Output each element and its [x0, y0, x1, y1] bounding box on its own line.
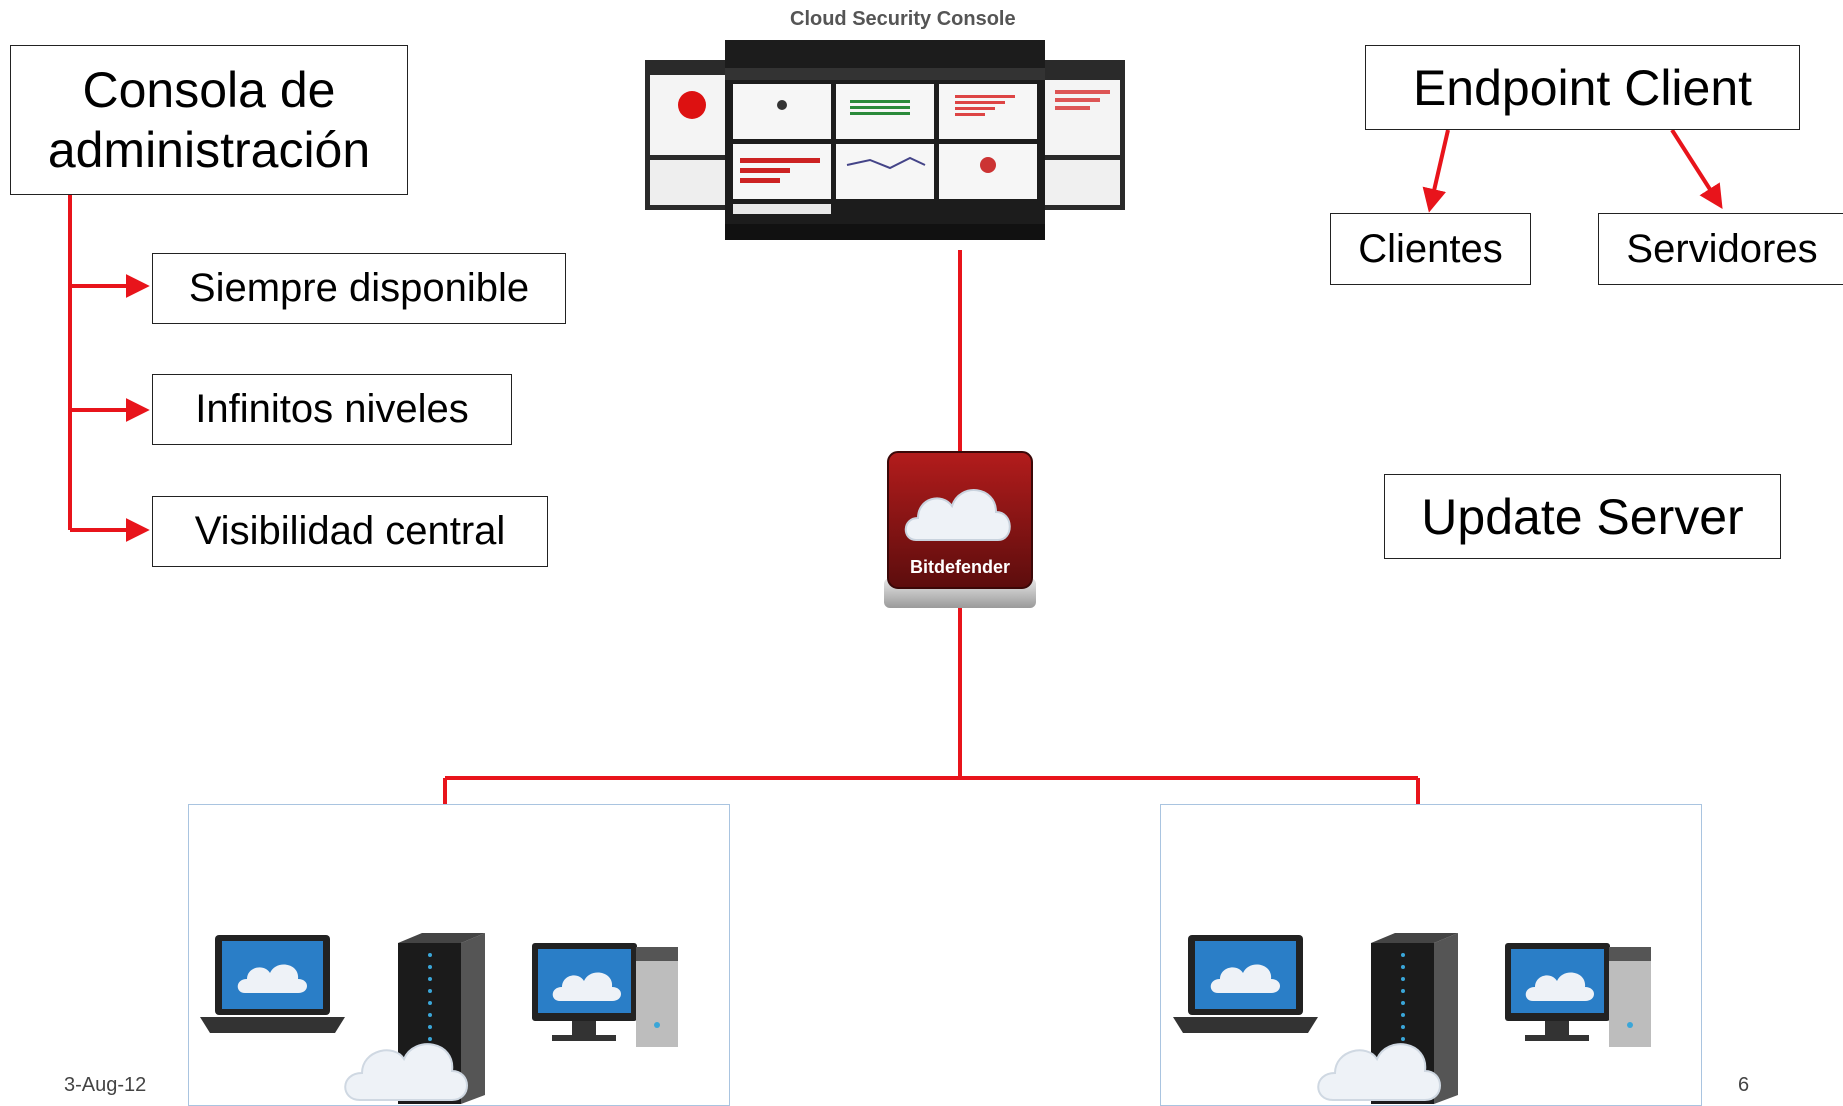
item-siempre-disponible: Siempre disponible [152, 253, 566, 324]
console-title: Cloud Security Console [790, 8, 1016, 30]
footer-date: 3-Aug-12 [64, 1074, 147, 1096]
update-server-box: Update Server [1384, 474, 1781, 559]
right-devices [1173, 933, 1651, 1104]
admin-title-line1: Consola de [82, 62, 336, 118]
arrow-servidores [1670, 128, 1723, 210]
hub-label: Bitdefender [910, 557, 1010, 577]
desktop-icon [1505, 943, 1651, 1047]
arrow-clientes [1422, 129, 1450, 213]
cloud-icon [344, 1043, 468, 1101]
left-devices [200, 933, 678, 1104]
laptop-icon [1173, 935, 1318, 1033]
servidores-box: Servidores [1598, 213, 1843, 285]
endpoint-client-box: Endpoint Client [1365, 45, 1800, 130]
cloud-icon [904, 489, 1011, 541]
laptop-icon [200, 935, 345, 1033]
footer-page-number: 6 [1738, 1074, 1750, 1096]
admin-title-line2: administración [47, 122, 371, 178]
item-infinitos-niveles: Infinitos niveles [152, 374, 512, 445]
desktop-icon [532, 943, 678, 1047]
bitdefender-hub: Bitdefender [884, 451, 1036, 608]
admin-console-box: Consola de administración [10, 45, 408, 195]
cloud-icon [1317, 1043, 1441, 1101]
clientes-box: Clientes [1330, 213, 1531, 285]
cloud-security-console-screenshot [645, 40, 1125, 240]
item-visibilidad-central: Visibilidad central [152, 496, 548, 567]
